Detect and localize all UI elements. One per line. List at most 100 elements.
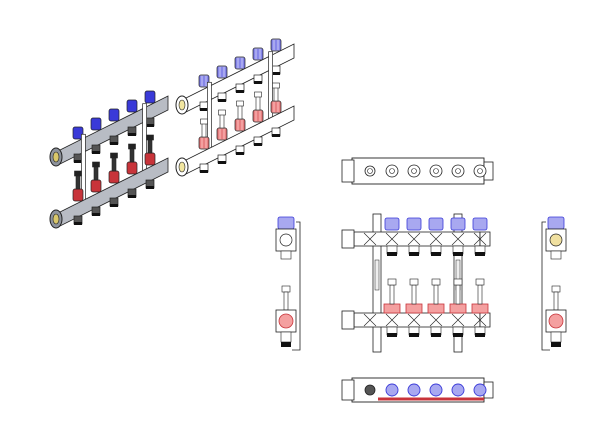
inlet-fitting (341, 229, 355, 249)
valve-body (473, 232, 487, 246)
valve-cap (144, 90, 156, 104)
valve-cap (126, 99, 138, 113)
outlet-nut (74, 160, 82, 163)
valve-cap (277, 216, 295, 230)
outlet-nut (92, 213, 100, 216)
inlet-bore (52, 213, 60, 225)
valve-body (429, 313, 443, 327)
flow-meter-knob (272, 82, 280, 89)
valve-body (385, 313, 399, 327)
thermometer (374, 259, 380, 291)
return-bar (175, 82, 295, 177)
valve-cap (90, 179, 102, 193)
flow-meter-knob (200, 118, 208, 125)
valve-stem (367, 168, 373, 174)
flow-meter-body (449, 303, 467, 314)
outlet-nut (218, 99, 226, 102)
outlet-nut (254, 143, 262, 146)
valve-body (363, 313, 377, 327)
flow-meter (255, 95, 261, 111)
inlet-fitting (341, 310, 355, 330)
flow-meter (147, 138, 153, 154)
outlet-nut (110, 142, 118, 145)
flow-meter-knob (110, 152, 118, 159)
flow-meter-knob (236, 100, 244, 107)
manifold-bar (353, 312, 481, 328)
outlet-nut (128, 133, 136, 136)
outlet-fitting (550, 250, 562, 260)
inlet-fitting (341, 159, 355, 183)
valve-cap (384, 217, 400, 231)
outlet-nut (272, 72, 280, 75)
flow-meter-body (471, 303, 489, 314)
outlet-nut (409, 333, 419, 337)
flow-meter-knob (146, 134, 154, 141)
return-bar (341, 278, 491, 337)
flow-meter-knob (475, 278, 485, 286)
outlet-nut (200, 108, 208, 111)
valve-cap (108, 170, 120, 184)
outlet-nut (453, 252, 463, 256)
flow-meter-body (405, 303, 423, 314)
outlet-nut (281, 342, 291, 347)
flow-meter-gauge (455, 284, 461, 305)
valve-cap (90, 117, 102, 131)
mounting-bracket (292, 221, 301, 351)
flow-meter-body (427, 303, 445, 314)
outlet-nut (236, 90, 244, 93)
supply-bar (175, 38, 295, 115)
valve-cap (428, 217, 444, 231)
outlet-fitting (280, 250, 292, 260)
outlet-nut (128, 195, 136, 198)
top-view (341, 157, 494, 185)
mounting-bracket (541, 221, 550, 351)
flow-meter-knob (431, 278, 441, 286)
outlet-nut (254, 81, 262, 84)
outlet-nut (551, 342, 561, 347)
return-bar (49, 134, 169, 229)
valve-body (451, 313, 465, 327)
flow-meter-gauge (553, 291, 559, 311)
flow-meter-knob (128, 143, 136, 150)
front-view (341, 213, 491, 353)
valve-cap-bottom (429, 383, 443, 397)
inlet-bore (178, 161, 186, 173)
flow-meter (111, 156, 117, 172)
supply-bar (341, 217, 491, 256)
flow-meter-gauge (433, 284, 439, 305)
isometric-view-colored (49, 90, 169, 229)
valve-stem (411, 168, 417, 174)
outlet-nut (146, 124, 154, 127)
supply-port (279, 233, 293, 247)
valve-cap-bottom (451, 383, 465, 397)
outlet-nut (272, 134, 280, 137)
outlet-nut (475, 252, 485, 256)
outlet-nut (110, 204, 118, 207)
valve-cap-bottom (385, 383, 399, 397)
valve-stem (477, 168, 483, 174)
outlet-nut (218, 161, 226, 164)
valve-stem (389, 168, 395, 174)
outlet-nut (475, 333, 485, 337)
valve-stem (455, 168, 461, 174)
inlet-fitting (341, 379, 355, 401)
valve-cap-bottom (407, 383, 421, 397)
bottom-view (341, 377, 494, 403)
outlet-nut (236, 152, 244, 155)
right-side-view (541, 216, 567, 351)
drain-valve (364, 384, 376, 396)
outlet-nut (92, 151, 100, 154)
flow-meter-knob (409, 278, 419, 286)
valve-body (407, 232, 421, 246)
valve-cap (72, 188, 84, 202)
valve-cap (126, 161, 138, 175)
valve-cap (144, 152, 156, 166)
inlet-bore (52, 151, 60, 163)
flow-meter (237, 104, 243, 120)
flow-meter-gauge (477, 284, 483, 305)
outlet-nut (453, 333, 463, 337)
outlet-nut (146, 186, 154, 189)
flow-meter-body (383, 303, 401, 314)
